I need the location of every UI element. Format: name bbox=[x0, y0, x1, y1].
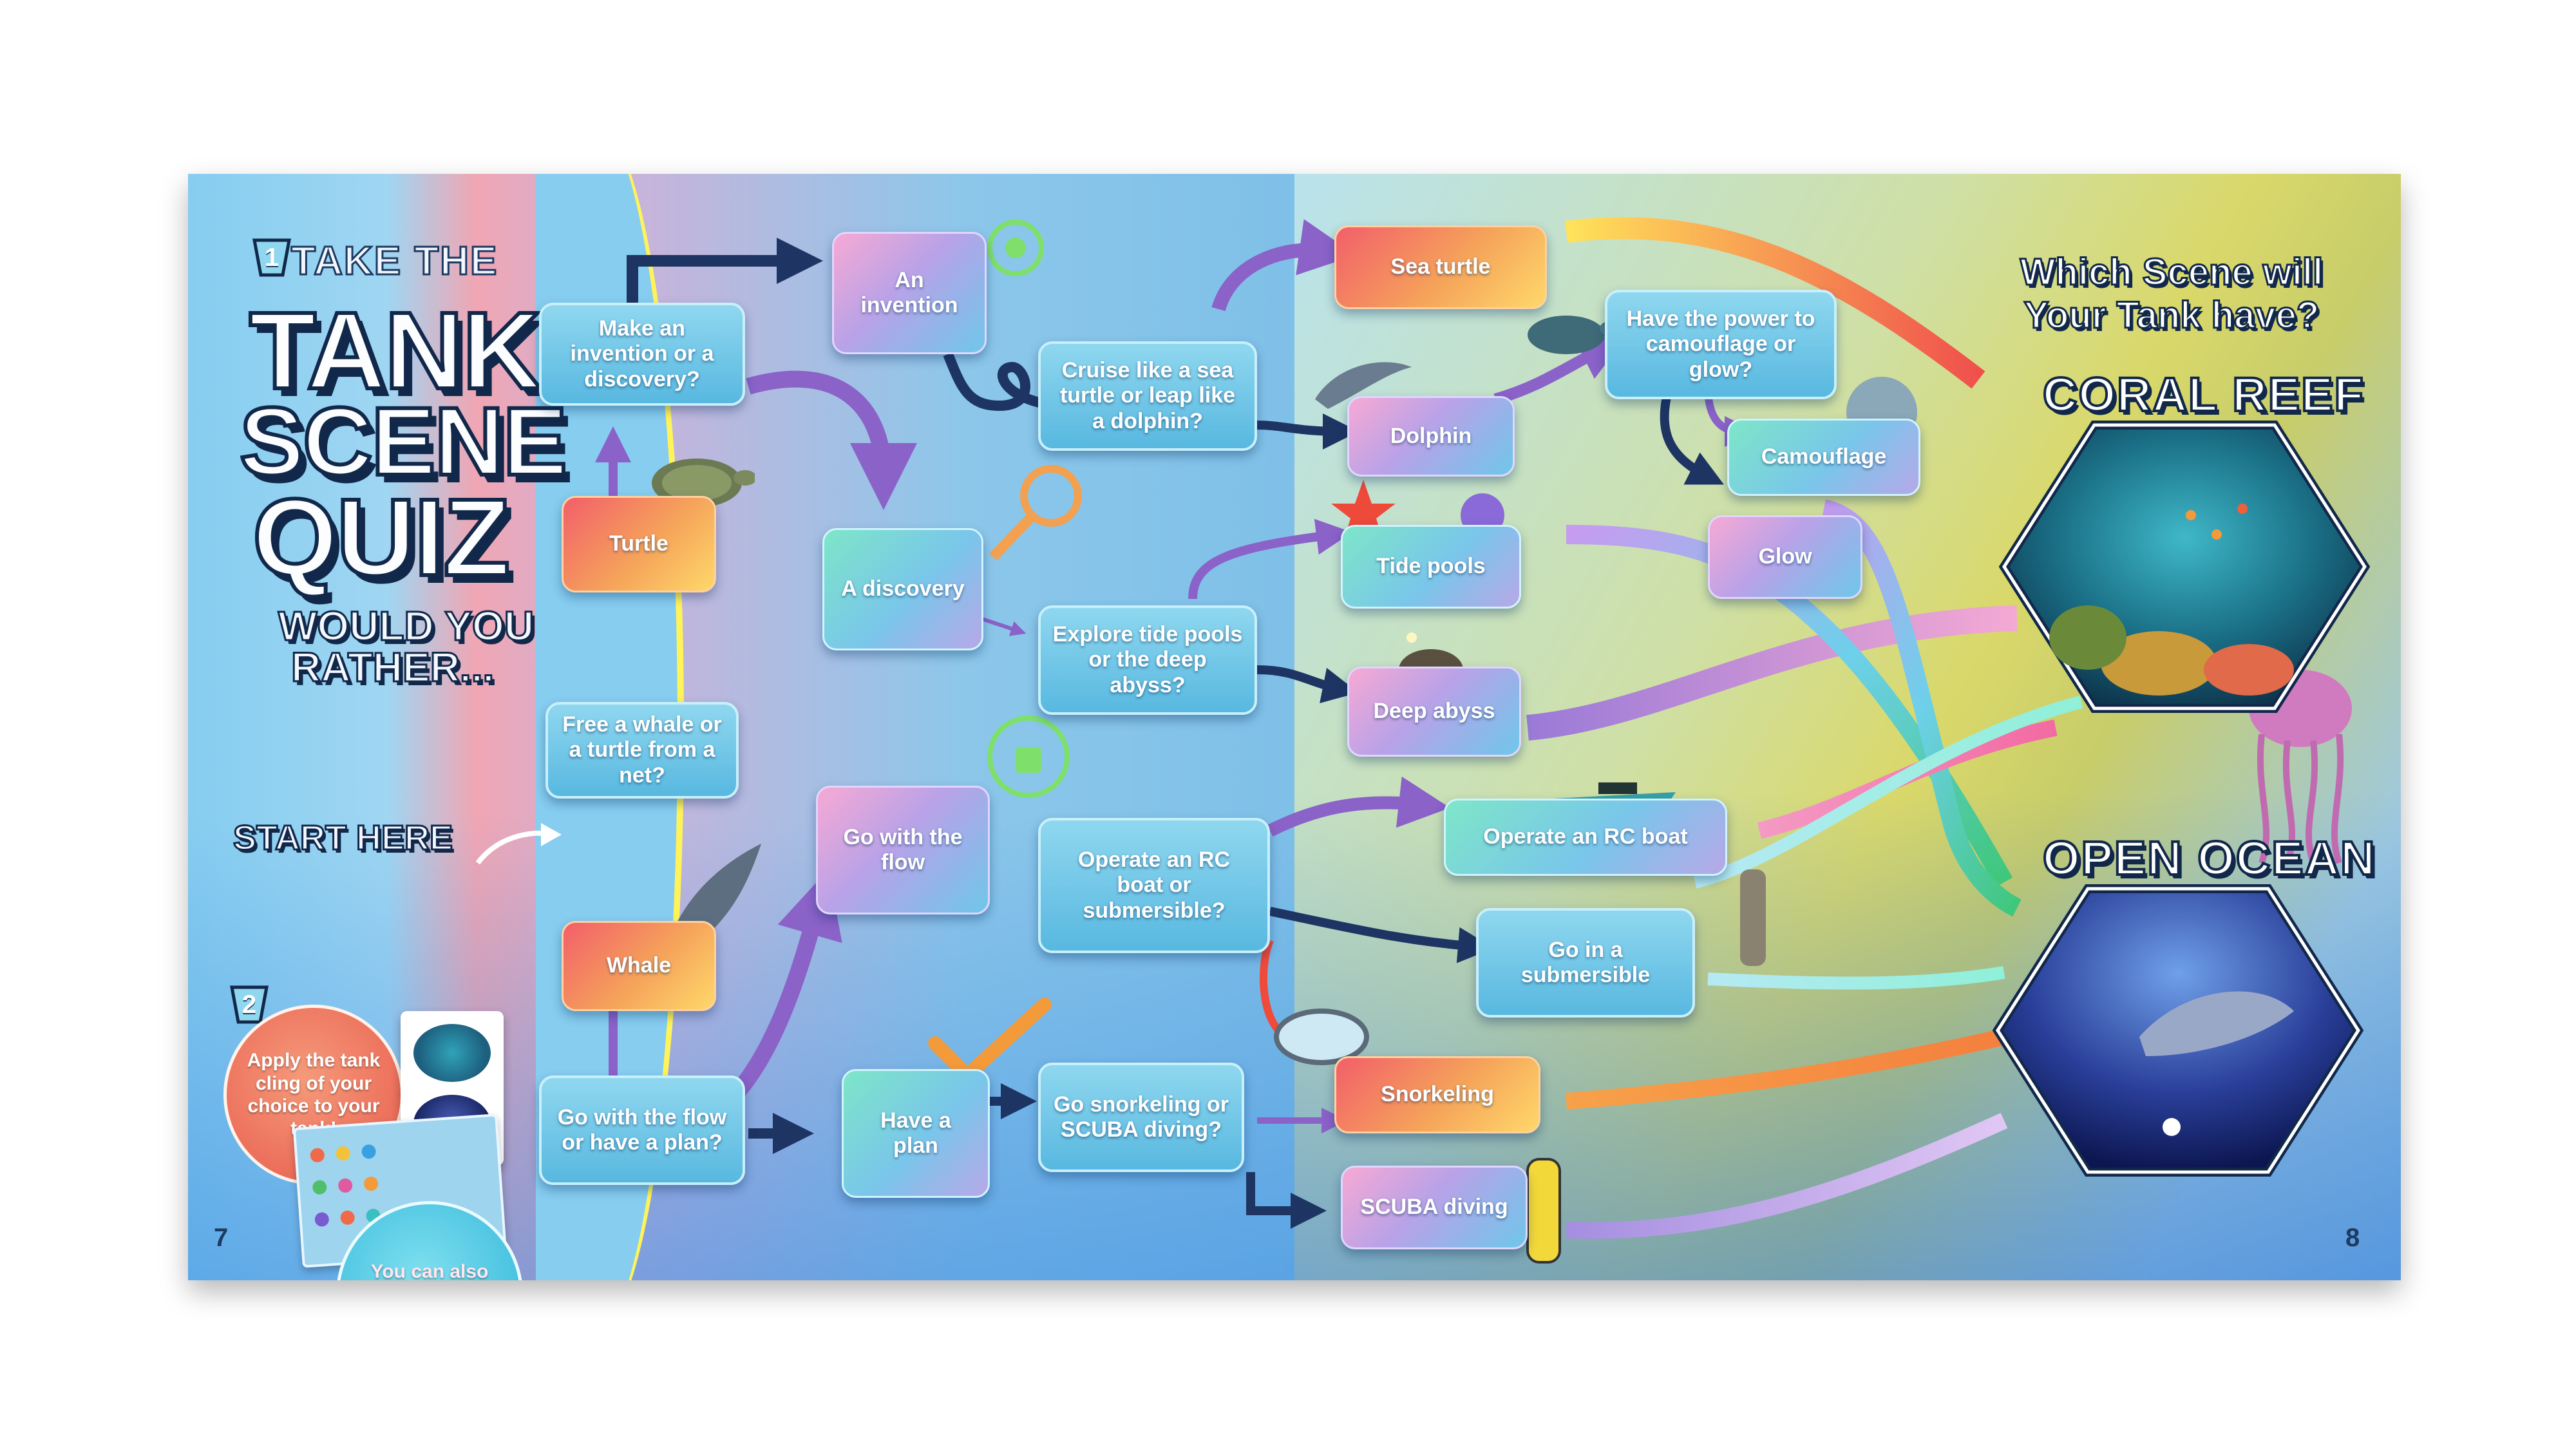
open-ocean-label: OPEN OCEAN bbox=[2041, 830, 2376, 886]
thumbs-up-icon bbox=[987, 715, 1070, 798]
coral-reef-label: CORAL REEF bbox=[2041, 366, 2365, 422]
submersible-illustration bbox=[1740, 869, 1766, 966]
title-scene: SCENE bbox=[238, 387, 569, 495]
book-spread: 1 TAKE THE TANK SCENE QUIZ WOULD YOU RAT… bbox=[188, 174, 2401, 1280]
answer-discovery[interactable]: A discovery bbox=[822, 528, 983, 650]
answer-dolphin[interactable]: Dolphin bbox=[1347, 396, 1515, 477]
answer-camouflage[interactable]: Camouflage bbox=[1727, 419, 1920, 496]
answer-sea-turtle[interactable]: Sea turtle bbox=[1334, 225, 1547, 309]
scuba-tank-icon bbox=[1526, 1158, 1561, 1264]
q-snorkeling-or-scuba[interactable]: Go snorkeling or SCUBA diving? bbox=[1038, 1063, 1244, 1172]
which-scene-heading: Which Scene will Your Tank have? bbox=[2019, 250, 2324, 337]
q-rc-boat-or-submersible[interactable]: Operate an RC boat or submersible? bbox=[1038, 818, 1270, 953]
q-sea-turtle-or-dolphin[interactable]: Cruise like a sea turtle or leap like a … bbox=[1038, 341, 1257, 451]
open-ocean-hexagon[interactable] bbox=[1991, 882, 2365, 1179]
step-2-number: 2 bbox=[242, 990, 257, 1019]
page-number-left: 7 bbox=[214, 1224, 229, 1252]
answer-scuba-diving[interactable]: SCUBA diving bbox=[1341, 1166, 1528, 1249]
answer-go-with-the-flow[interactable]: Go with the flow bbox=[816, 786, 990, 914]
answer-turtle[interactable]: Turtle bbox=[562, 496, 716, 592]
dolphin-illustration bbox=[1315, 362, 1412, 409]
step-1-badge: 1 bbox=[249, 235, 294, 280]
snorkel-mask-icon bbox=[1260, 938, 1369, 1065]
step-2-text: Apply the tank cling of your choice to y… bbox=[247, 1050, 381, 1139]
title-take-the: TAKE THE bbox=[290, 238, 498, 285]
answer-go-in-submersible[interactable]: Go in a submersible bbox=[1476, 908, 1695, 1018]
answer-snorkeling[interactable]: Snorkeling bbox=[1334, 1056, 1540, 1133]
lightbulb-gear-icon bbox=[987, 220, 1044, 276]
start-here-label: START HERE bbox=[232, 818, 453, 858]
start-arrow-icon bbox=[475, 823, 562, 865]
q-invention-or-discovery[interactable]: Make an invention or a discovery? bbox=[539, 303, 745, 406]
answer-glow[interactable]: Glow bbox=[1708, 515, 1862, 599]
q-flow-or-plan[interactable]: Go with the flow or have a plan? bbox=[539, 1075, 745, 1185]
answer-invention[interactable]: An invention bbox=[832, 232, 987, 354]
would-you-line1: WOULD YOU bbox=[277, 603, 535, 649]
magnifying-glass-icon bbox=[989, 465, 1082, 561]
turtle-illustration bbox=[652, 459, 755, 507]
step-3-text: You can also add your tank stickers! bbox=[370, 1260, 489, 1280]
answer-have-a-plan[interactable]: Have a plan bbox=[842, 1069, 990, 1198]
coral-reef-hexagon[interactable] bbox=[1998, 419, 2371, 715]
would-you-rather: WOULD YOU RATHER... bbox=[277, 603, 535, 690]
answer-whale[interactable]: Whale bbox=[562, 921, 716, 1011]
q-tide-pools-or-abyss[interactable]: Explore tide pools or the deep abyss? bbox=[1038, 605, 1257, 715]
answer-operate-rc-boat[interactable]: Operate an RC boat bbox=[1444, 799, 1727, 876]
page-number-right: 8 bbox=[2345, 1224, 2360, 1252]
title-tank: TANK bbox=[247, 290, 544, 412]
would-you-line2: RATHER... bbox=[290, 644, 495, 690]
title-quiz: QUIZ bbox=[251, 477, 512, 599]
starfish-icon bbox=[1331, 480, 1396, 542]
step-1-number: 1 bbox=[264, 243, 279, 272]
q-free-whale-or-turtle[interactable]: Free a whale or a turtle from a net? bbox=[545, 702, 739, 799]
answer-deep-abyss[interactable]: Deep abyss bbox=[1347, 667, 1521, 757]
q-camouflage-or-glow[interactable]: Have the power to camouflage or glow? bbox=[1605, 290, 1837, 399]
answer-tide-pools[interactable]: Tide pools bbox=[1341, 525, 1521, 609]
